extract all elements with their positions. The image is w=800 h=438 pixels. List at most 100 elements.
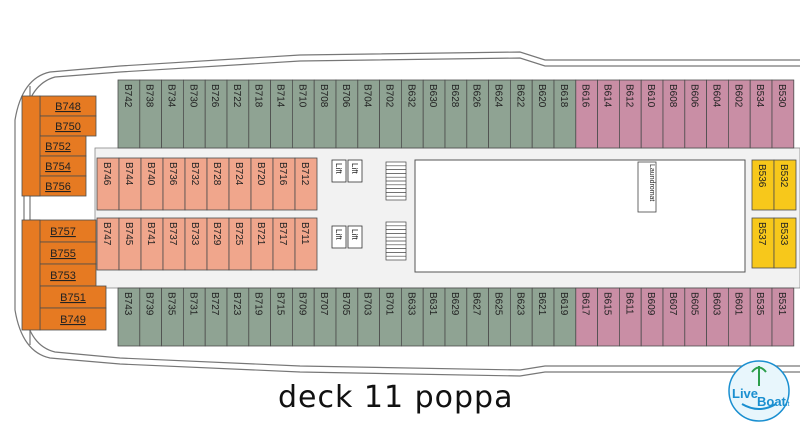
cabin-B742[interactable]: B742 [117, 79, 141, 149]
cabin-B744[interactable]: B744 [118, 157, 142, 211]
cabin-B605[interactable]: B605 [684, 287, 707, 347]
cabin-B749[interactable]: B749 [39, 307, 107, 331]
cabin-B747[interactable]: B747 [96, 217, 120, 271]
cabin-B701[interactable]: B701 [379, 287, 402, 347]
cabin-B720[interactable]: B720 [250, 157, 274, 211]
cabin-B624[interactable]: B624 [488, 79, 511, 149]
cabin-B722[interactable]: B722 [226, 79, 250, 149]
cabin-B532[interactable]: B532 [773, 159, 797, 211]
cabin-B534[interactable]: B534 [749, 79, 773, 149]
cabin-B719[interactable]: B719 [248, 287, 272, 347]
cabin-B628[interactable]: B628 [444, 79, 468, 149]
cabin-B735[interactable]: B735 [161, 287, 184, 347]
lift-2[interactable]: Lift [347, 159, 363, 183]
cabin-B620[interactable]: B620 [531, 79, 555, 149]
cabin-B608[interactable]: B608 [662, 79, 686, 149]
cabin-B721[interactable]: B721 [250, 217, 274, 271]
cabin-B630[interactable]: B630 [422, 79, 446, 149]
cabin-B603[interactable]: B603 [706, 287, 729, 347]
cabin-B729[interactable]: B729 [206, 217, 230, 271]
cabin-B537[interactable]: B537 [751, 217, 775, 269]
cabin-B755[interactable]: B755 [29, 241, 97, 265]
cabin-B607[interactable]: B607 [662, 287, 686, 347]
cabin-B618[interactable]: B618 [553, 79, 577, 149]
cabin-B611[interactable]: B611 [619, 287, 642, 347]
cabin-B626[interactable]: B626 [466, 79, 489, 149]
cabin-B621[interactable]: B621 [531, 287, 555, 347]
cabin-B708[interactable]: B708 [313, 79, 337, 149]
cabin-B622[interactable]: B622 [509, 79, 533, 149]
cabin-B730[interactable]: B730 [182, 79, 206, 149]
cabin-B750[interactable]: B750 [39, 115, 97, 137]
cabin-B757[interactable]: B757 [29, 219, 97, 243]
cabin-B723[interactable]: B723 [226, 287, 250, 347]
cabin-B741[interactable]: B741 [140, 217, 164, 271]
cabin-B717[interactable]: B717 [272, 217, 296, 271]
cabin-B707[interactable]: B707 [313, 287, 337, 347]
lift-3[interactable]: Lift [331, 225, 347, 249]
cabin-B633[interactable]: B633 [400, 287, 424, 347]
cabin-B625[interactable]: B625 [488, 287, 511, 347]
cabin-B724[interactable]: B724 [228, 157, 252, 211]
cabin-B728[interactable]: B728 [206, 157, 230, 211]
cabin-B733[interactable]: B733 [184, 217, 208, 271]
cabin-B703[interactable]: B703 [357, 287, 380, 347]
cabin-B711[interactable]: B711 [294, 217, 318, 271]
cabin-B610[interactable]: B610 [640, 79, 664, 149]
cabin-B533[interactable]: B533 [773, 217, 797, 269]
cabin-B731[interactable]: B731 [182, 287, 206, 347]
cabin-B718[interactable]: B718 [248, 79, 272, 149]
cabin-B740[interactable]: B740 [140, 157, 164, 211]
cabin-B752[interactable]: B752 [29, 135, 87, 157]
cabin-B617[interactable]: B617 [575, 287, 598, 347]
cabin-B619[interactable]: B619 [553, 287, 577, 347]
cabin-B738[interactable]: B738 [139, 79, 163, 149]
cabin-B535[interactable]: B535 [749, 287, 773, 347]
cabin-B754[interactable]: B754 [29, 155, 87, 177]
cabin-label: B536 [756, 164, 767, 188]
cabin-B632[interactable]: B632 [400, 79, 424, 149]
cabin-B739[interactable]: B739 [139, 287, 163, 347]
cabin-B614[interactable]: B614 [597, 79, 620, 149]
cabin-B745[interactable]: B745 [118, 217, 142, 271]
cabin-B627[interactable]: B627 [466, 287, 489, 347]
cabin-B726[interactable]: B726 [204, 79, 228, 149]
cabin-B715[interactable]: B715 [270, 287, 293, 347]
cabin-B702[interactable]: B702 [379, 79, 402, 149]
lift-4[interactable]: Lift [347, 225, 363, 249]
cabin-B616[interactable]: B616 [575, 79, 598, 149]
cabin-B606[interactable]: B606 [684, 79, 707, 149]
cabin-B706[interactable]: B706 [335, 79, 359, 149]
cabin-B710[interactable]: B710 [291, 79, 315, 149]
cabin-B727[interactable]: B727 [204, 287, 228, 347]
cabin-B709[interactable]: B709 [291, 287, 315, 347]
cabin-B736[interactable]: B736 [162, 157, 186, 211]
cabin-B737[interactable]: B737 [162, 217, 186, 271]
cabin-B609[interactable]: B609 [640, 287, 664, 347]
cabin-B743[interactable]: B743 [117, 287, 141, 347]
cabin-B531[interactable]: B531 [771, 287, 795, 347]
cabin-B725[interactable]: B725 [228, 217, 252, 271]
cabin-B615[interactable]: B615 [597, 287, 620, 347]
cabin-B530[interactable]: B530 [771, 79, 795, 149]
cabin-B751[interactable]: B751 [39, 285, 107, 309]
cabin-B601[interactable]: B601 [728, 287, 751, 347]
cabin-B705[interactable]: B705 [335, 287, 359, 347]
cabin-B612[interactable]: B612 [619, 79, 642, 149]
cabin-B623[interactable]: B623 [509, 287, 533, 347]
cabin-B748[interactable]: B748 [39, 95, 97, 117]
lift-box [347, 225, 363, 249]
cabin-B732[interactable]: B732 [184, 157, 208, 211]
cabin-B716[interactable]: B716 [272, 157, 296, 211]
cabin-B734[interactable]: B734 [161, 79, 184, 149]
cabin-B712[interactable]: B712 [294, 157, 318, 211]
cabin-B704[interactable]: B704 [357, 79, 380, 149]
cabin-B631[interactable]: B631 [422, 287, 446, 347]
cabin-B604[interactable]: B604 [706, 79, 729, 149]
cabin-B536[interactable]: B536 [751, 159, 775, 211]
cabin-B602[interactable]: B602 [728, 79, 751, 149]
cabin-B629[interactable]: B629 [444, 287, 468, 347]
lift-1[interactable]: Lift [331, 159, 347, 183]
cabin-B746[interactable]: B746 [96, 157, 120, 211]
cabin-B714[interactable]: B714 [270, 79, 293, 149]
